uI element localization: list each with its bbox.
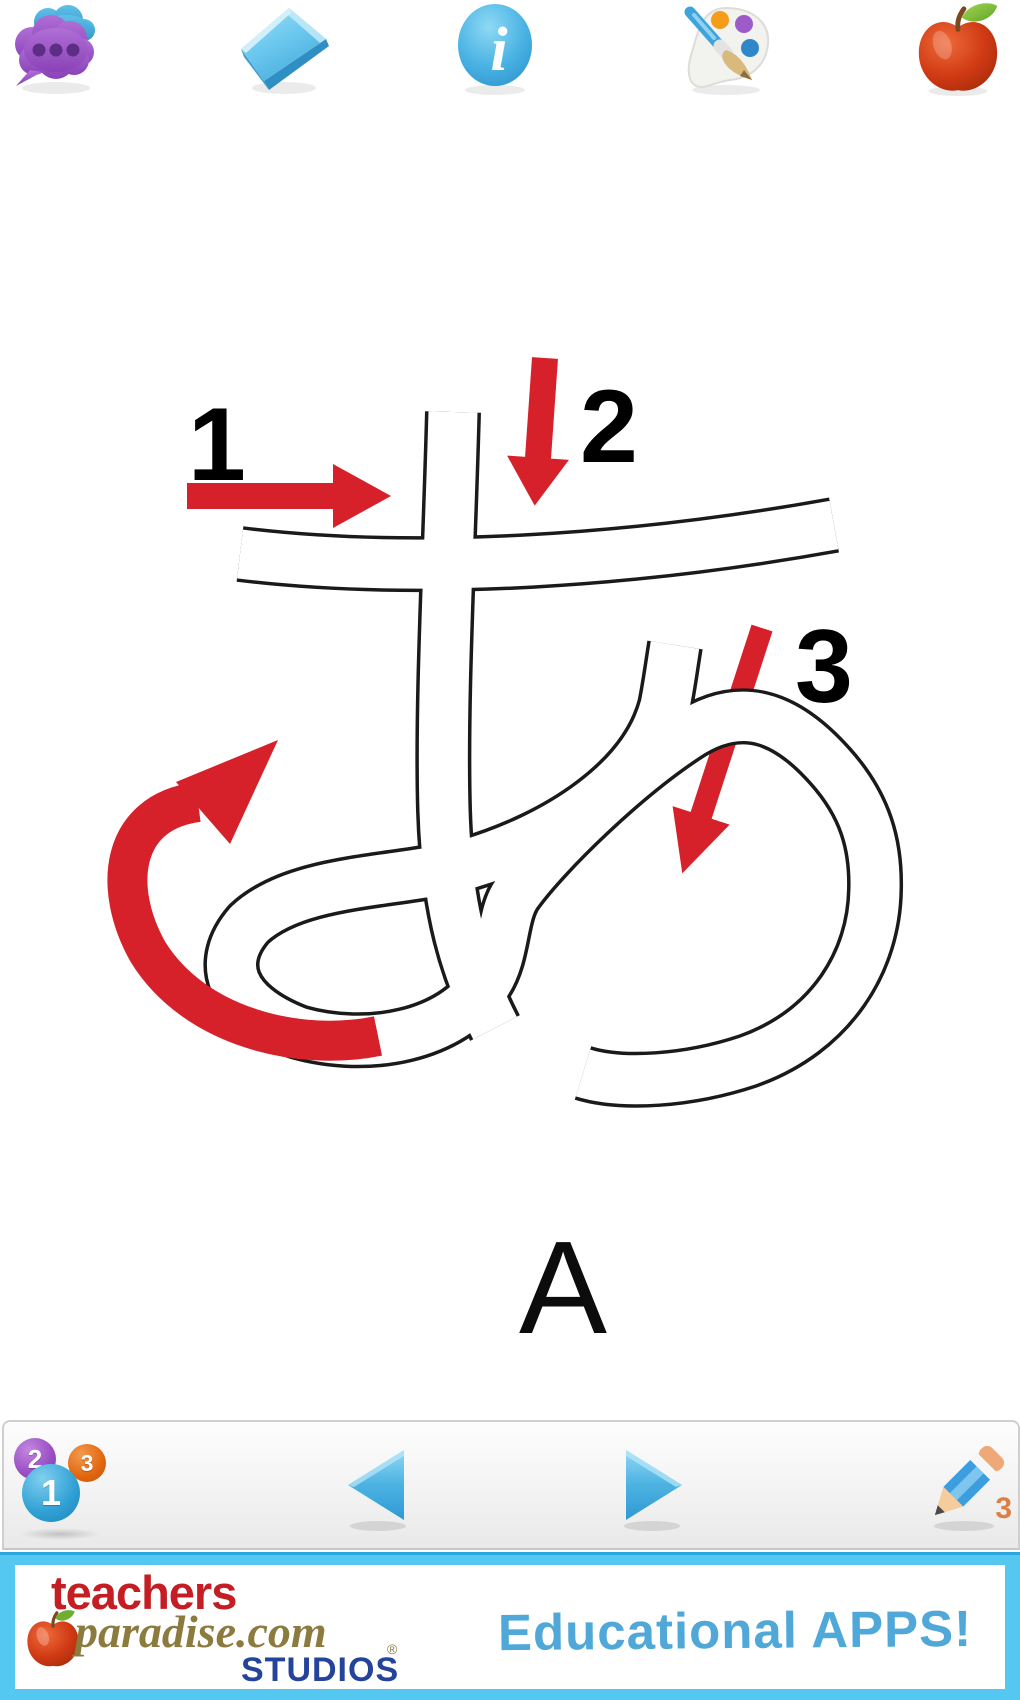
next-button[interactable] (616, 1446, 688, 1534)
draw-mode-button[interactable]: 3 (922, 1440, 1018, 1536)
ad-registered-mark: ® (387, 1641, 398, 1657)
eraser-button[interactable] (232, 0, 336, 98)
paint-button[interactable] (674, 0, 778, 98)
ad-brand-paradise: paradise.com (75, 1606, 327, 1657)
paint-palette-icon (684, 6, 770, 95)
ad-brand-teachers: teachers (51, 1566, 237, 1619)
ad-brand-studios: STUDIOS (241, 1651, 400, 1689)
info-button[interactable]: i (443, 0, 547, 98)
apple-button[interactable] (906, 0, 1010, 98)
pencil-icon (934, 1445, 1005, 1531)
chat-button[interactable] (4, 0, 108, 98)
eraser-icon (241, 8, 329, 94)
stroke-numbers: 1 2 3 (188, 369, 853, 725)
stroke-badge: 1 (22, 1464, 80, 1522)
stroke1-number: 1 (188, 387, 246, 503)
stroke2-arrow (507, 357, 569, 506)
ad-banner[interactable]: teachers paradise.com ® STUDIOS Educatio… (0, 1552, 1020, 1700)
loop-arrow (107, 740, 383, 1061)
stroke2-number: 2 (580, 369, 638, 485)
info-icon: i (458, 4, 532, 95)
ad-slogan: Educational APPS! (497, 1599, 973, 1662)
top-toolbar: i (0, 0, 1020, 100)
pencil-stroke-count: 3 (995, 1492, 1012, 1525)
apple-icon (918, 3, 998, 97)
badge-shadow (20, 1528, 100, 1540)
tracing-canvas[interactable]: 1 2 3 (0, 80, 1020, 1420)
stroke1-arrow (187, 464, 391, 528)
chat-bubble-icon (15, 5, 95, 94)
ad-content: teachers paradise.com ® STUDIOS Educatio… (15, 1565, 1005, 1689)
previous-icon (348, 1450, 406, 1531)
romaji-label: A (518, 1214, 608, 1361)
svg-text:i: i (490, 16, 507, 84)
bottom-toolbar: 2 3 1 (2, 1420, 1020, 1550)
stroke3-number: 3 (795, 609, 853, 725)
next-icon (624, 1450, 682, 1531)
apple-logo-icon (27, 1610, 79, 1667)
stroke-count-badges[interactable]: 2 3 1 (4, 1436, 134, 1540)
previous-button[interactable] (342, 1446, 414, 1534)
hiragana-fill (207, 411, 900, 1105)
